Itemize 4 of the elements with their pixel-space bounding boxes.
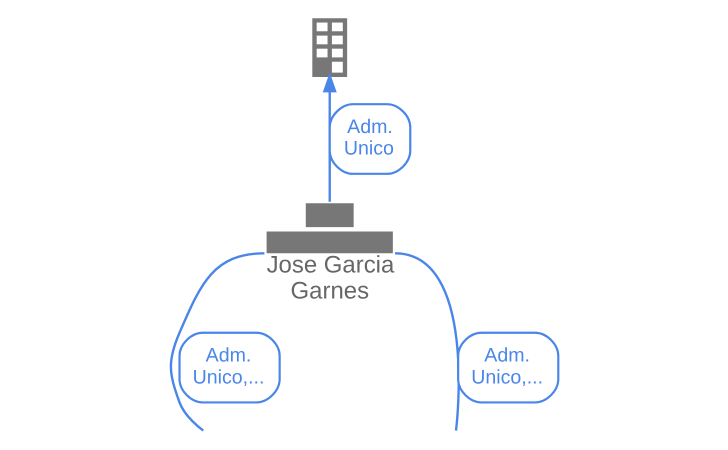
edge-label: Adm. Unico bbox=[343, 116, 394, 160]
node-label: Jose Garcia Garnes bbox=[266, 251, 394, 305]
edge-label: Adm. Unico,... bbox=[192, 344, 264, 388]
edge-label: Adm. Unico,... bbox=[470, 344, 543, 388]
